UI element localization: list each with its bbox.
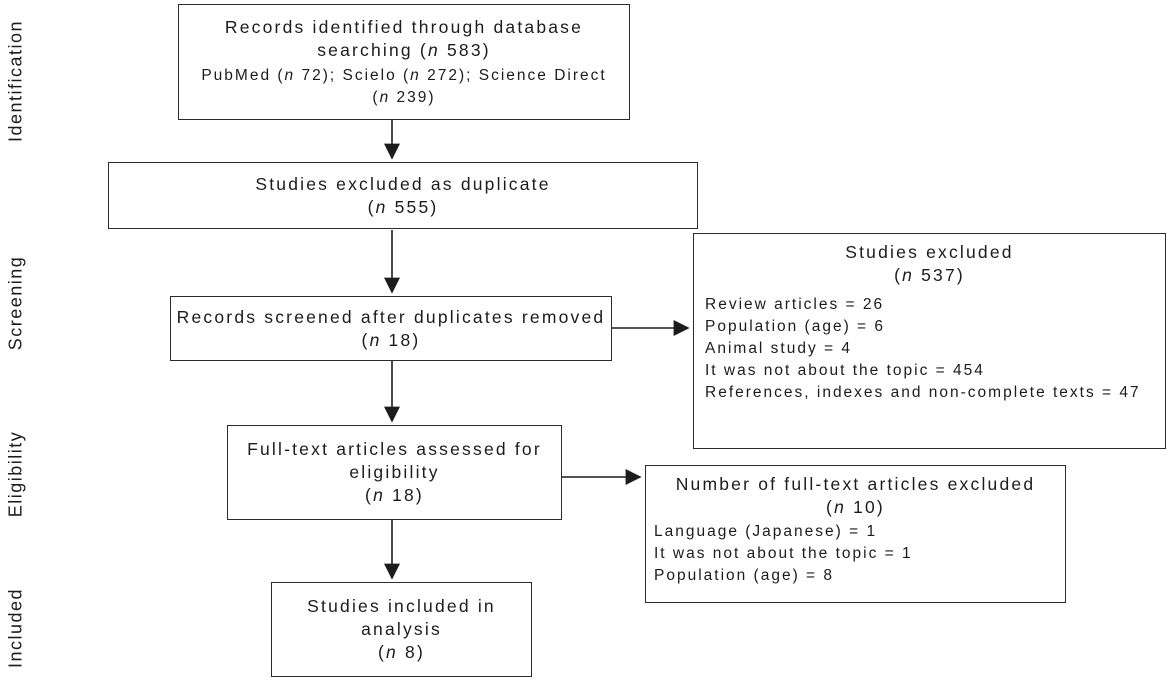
box-records-screened-title: Records screened after duplicates remove… [171, 306, 611, 352]
box-records-identified-sources: PubMed (n 72); Scielo (n 272); Science D… [179, 65, 629, 109]
text-line: Review articles = 26 [705, 296, 885, 313]
text-line: (n 10) [826, 497, 885, 517]
text-line: Number of full-text articles excluded [675, 474, 1036, 494]
text-line: (n 555) [367, 196, 439, 217]
text-line: (n 537) [894, 265, 965, 285]
box-duplicates-excluded: Studies excluded as duplicate(n 555) [108, 162, 698, 229]
text-line: Records identified through database [224, 16, 584, 37]
text-line: References, indexes and non-complete tex… [705, 384, 1141, 401]
stage-label-eligibility: Eligibility [5, 430, 26, 518]
text-line: Language (Japanese) = 1 [654, 523, 878, 540]
text-line: Studies excluded as duplicate [255, 173, 551, 194]
text-line: Animal study = 4 [705, 340, 853, 357]
box-studies-excluded: Studies excluded (n 537) Review articles … [693, 233, 1166, 449]
text-line: (n 8) [378, 642, 425, 662]
box-fulltext-assessed: Full-text articles assessed for eligibili… [227, 425, 562, 520]
text-line: (n 18) [365, 485, 424, 505]
text-line: searching (n 583) [317, 39, 491, 60]
stage-label-screening: Screening [5, 255, 26, 351]
box-fulltext-excluded-title: Number of full-text articles excluded (n … [646, 473, 1065, 519]
box-fulltext-excluded-reasons: Language (Japanese) = 1 It was not about … [646, 521, 1065, 587]
box-fulltext-excluded: Number of full-text articles excluded (n … [645, 465, 1066, 603]
text-line: It was not about the topic = 454 [705, 362, 985, 379]
stage-label-included: Included [5, 587, 26, 669]
text-line: eligibility [349, 462, 440, 482]
text-line: Population (age) = 6 [705, 318, 886, 335]
text-line: (n 239) [372, 88, 436, 106]
text-line: Population (age) = 8 [654, 567, 835, 584]
box-records-screened: Records screened after duplicates remove… [170, 296, 612, 361]
text-line: PubMed (n 72); Scielo (n 272); Science D… [201, 66, 607, 84]
box-studies-included-title: Studies included in analysis (n 8) [272, 595, 531, 664]
box-studies-excluded-reasons: Review articles = 26 Population (age) = 6… [694, 294, 1165, 404]
text-line: (n 18) [361, 329, 421, 350]
box-fulltext-assessed-title: Full-text articles assessed for eligibili… [228, 438, 561, 507]
text-line: Full-text articles assessed for [247, 439, 542, 459]
text-line: It was not about the topic = 1 [654, 545, 913, 562]
stage-label-identification: Identification [5, 19, 26, 143]
text-line: Records screened after duplicates remove… [176, 306, 606, 327]
box-studies-excluded-title: Studies excluded (n 537) [694, 241, 1165, 287]
text-line: Studies included in [307, 596, 496, 616]
text-line: analysis [361, 619, 442, 639]
text-line: Studies excluded [845, 242, 1014, 262]
box-duplicates-excluded-title: Studies excluded as duplicate(n 555) [109, 173, 697, 219]
box-studies-included: Studies included in analysis (n 8) [271, 582, 532, 677]
